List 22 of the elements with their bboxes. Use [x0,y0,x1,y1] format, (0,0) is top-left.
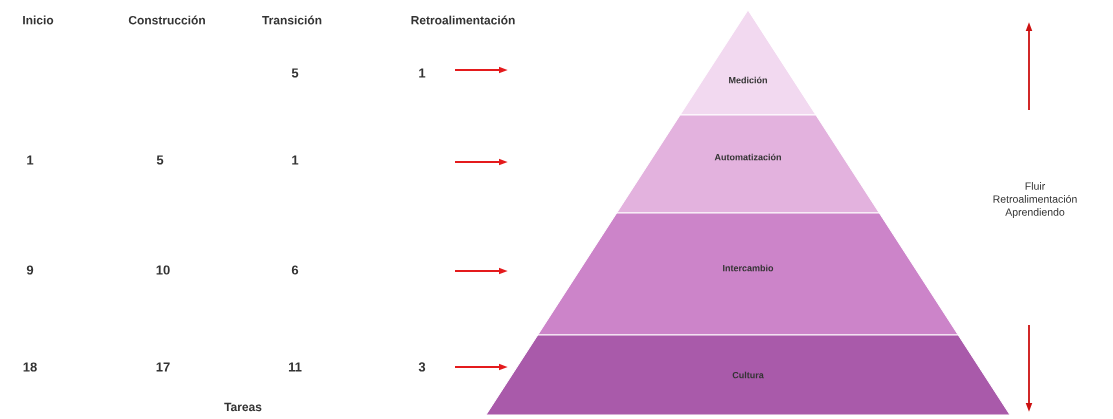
task-count: 5 [156,155,164,165]
column-header: Transición [262,15,322,25]
column-header: Retroalimentación [411,15,515,25]
task-count: 5 [291,68,299,78]
task-count: 3 [418,362,426,372]
column-header: Construcción [128,15,205,25]
pyramid-layer: Intercambio [537,212,959,336]
task-count: 18 [23,362,37,372]
task-count: 6 [291,265,299,275]
task-count: 1 [292,155,299,165]
axis-title: Tareas [224,402,262,412]
pyramid-layer: Medición [679,9,817,116]
task-count: 1 [419,68,426,78]
column-header: Inicio [23,15,54,25]
task-count: 9 [26,265,34,275]
side-note: Fluir Retroalimentación Aprendiendo [993,182,1077,218]
task-count: 1 [27,155,34,165]
task-count: 17 [156,362,170,372]
pyramid-layer: Automatización [616,114,880,214]
task-count: 10 [156,265,170,275]
pyramid-layer: Cultura [485,334,1011,416]
task-count: 11 [288,362,302,372]
